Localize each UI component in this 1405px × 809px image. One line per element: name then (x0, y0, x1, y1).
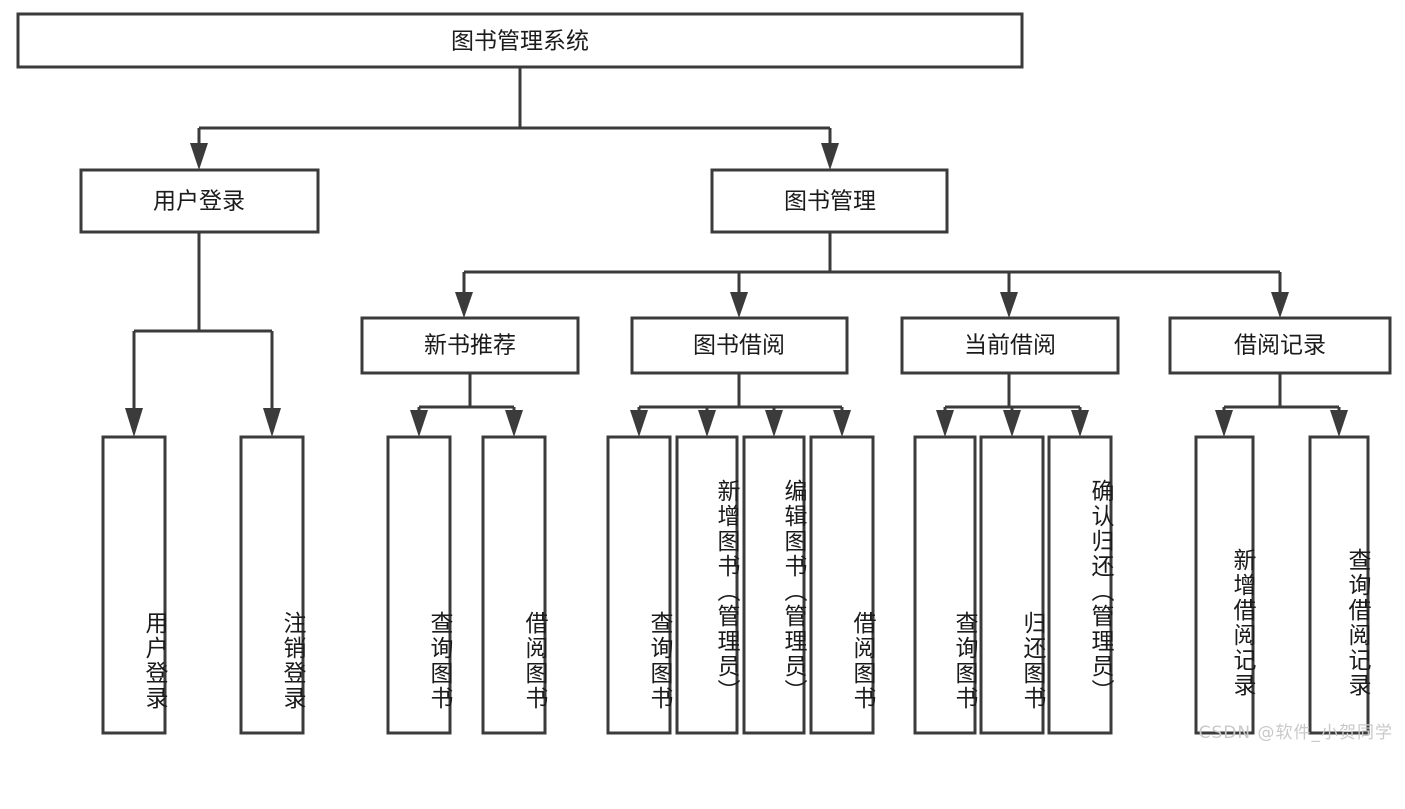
node-borrow-record-label: 借阅记录 (1234, 333, 1326, 359)
node-leaf-user-login-rect[interactable] (101, 435, 167, 735)
arrow-head-leaf-return-book (1003, 410, 1021, 437)
arrow-head-leaf-borrow-book-1 (505, 410, 523, 437)
connector-group-root (190, 67, 839, 170)
node-leaf-add-record-rect[interactable] (1194, 435, 1255, 735)
arrow-head-leaf-query-book-3 (936, 410, 954, 437)
node-leaf-edit-book-rect[interactable] (742, 435, 806, 735)
connector-group-user-login (125, 232, 281, 437)
arrow-head-leaf-query-book-1 (410, 410, 428, 437)
node-leaf-logout-rect[interactable] (239, 435, 305, 735)
node-current-borrow-label: 当前借阅 (964, 333, 1056, 359)
node-leaf-borrow-book-2-rect[interactable] (809, 435, 875, 735)
csdn-watermark: CSDN @软件_小贺同学 (1198, 723, 1393, 743)
connector-group-book-manage (455, 232, 1289, 318)
node-book-manage[interactable]: 图书管理 (710, 168, 949, 234)
arrow-head-book-manage (821, 143, 839, 170)
node-new-book-rec-rect[interactable] (360, 316, 580, 375)
arrow-head-leaf-logout (263, 408, 281, 437)
arrow-head-new-book-rec (455, 292, 473, 318)
connector-group-new-book-rec (410, 373, 523, 437)
node-user-login-rect[interactable] (79, 168, 320, 234)
arrow-head-leaf-user-login (125, 408, 143, 437)
arrow-head-book-borrow (730, 292, 748, 318)
node-root-label: 图书管理系统 (451, 29, 589, 55)
connector-group-current-borrow (936, 373, 1089, 437)
arrow-head-leaf-add-book (698, 410, 716, 437)
connector-group-borrow-record (1215, 373, 1348, 437)
flowchart-svg: 图书管理系统 用户登录 图书管理 新书推荐 图书借阅 当前借阅 借阅记录 (16, 12, 1392, 735)
node-book-manage-label: 图书管理 (784, 189, 876, 215)
arrow-head-leaf-add-record (1215, 410, 1233, 437)
node-current-borrow[interactable]: 当前借阅 (900, 316, 1120, 375)
node-leaf-borrow-book-1-rect[interactable] (481, 435, 547, 735)
node-leaf-add-book-rect[interactable] (675, 435, 739, 735)
node-user-login[interactable]: 用户登录 (79, 168, 320, 234)
arrow-head-user-login (190, 143, 208, 170)
arrow-head-leaf-query-book-2 (630, 410, 648, 437)
node-leaf-query-book-2-rect[interactable] (606, 435, 672, 735)
node-leaf-query-book-3-rect[interactable] (913, 435, 977, 735)
node-borrow-record[interactable]: 借阅记录 (1168, 316, 1392, 375)
node-current-borrow-rect[interactable] (900, 316, 1120, 375)
node-leaf-query-book-1-rect[interactable] (386, 435, 452, 735)
node-root[interactable]: 图书管理系统 (16, 12, 1024, 69)
node-book-borrow-rect[interactable] (630, 316, 849, 375)
arrow-head-current-borrow (1000, 292, 1018, 318)
arrow-head-leaf-edit-book (765, 410, 783, 437)
flowchart-canvas: 图书管理系统 用户登录 图书管理 新书推荐 图书借阅 当前借阅 借阅记录 (16, 12, 1393, 743)
node-leaf-query-record-rect[interactable] (1308, 435, 1370, 735)
node-book-manage-rect[interactable] (710, 168, 949, 234)
arrow-head-borrow-record (1271, 292, 1289, 318)
arrow-head-leaf-confirm-return (1071, 410, 1089, 437)
node-borrow-record-rect[interactable] (1168, 316, 1392, 375)
node-book-borrow-label: 图书借阅 (693, 333, 785, 359)
connector-group-book-borrow (630, 373, 851, 437)
node-user-login-label: 用户登录 (153, 189, 245, 215)
node-book-borrow[interactable]: 图书借阅 (630, 316, 849, 375)
arrow-head-leaf-borrow-book-2 (833, 410, 851, 437)
node-new-book-rec[interactable]: 新书推荐 (360, 316, 580, 375)
node-root-rect[interactable] (16, 12, 1024, 69)
node-leaf-return-book-rect[interactable] (979, 435, 1045, 735)
node-leaf-confirm-return-rect[interactable] (1047, 435, 1113, 735)
node-new-book-rec-label: 新书推荐 (424, 333, 516, 359)
arrow-head-leaf-query-record (1330, 410, 1348, 437)
